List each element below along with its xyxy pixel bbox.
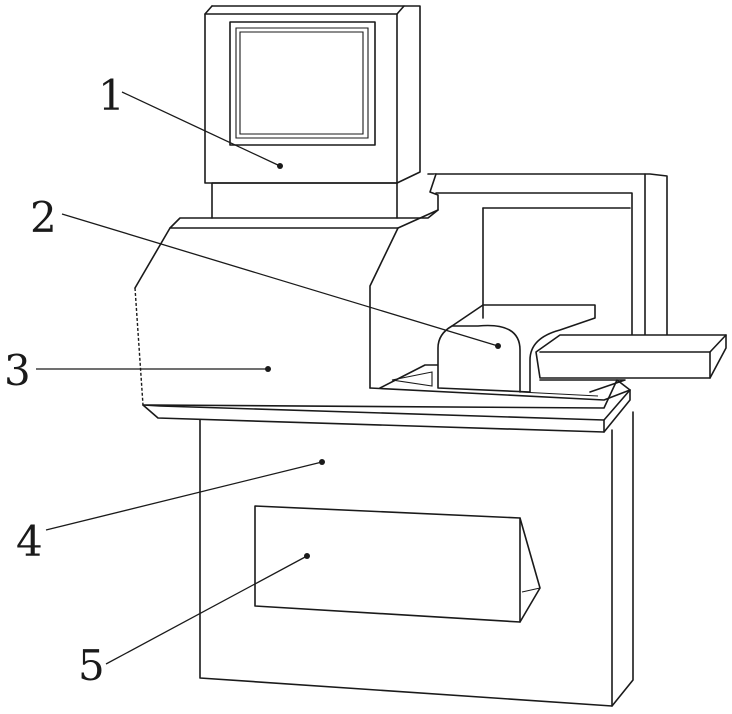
callout-5: 5 — [78, 553, 310, 690]
label-2: 2 — [30, 193, 57, 242]
main-housing — [135, 174, 438, 405]
conveyor-bar — [536, 335, 726, 378]
monitor-screen — [230, 22, 375, 145]
label-3: 3 — [4, 346, 31, 395]
label-5: 5 — [78, 641, 105, 690]
cabinet-drawer — [255, 506, 540, 622]
monitor-unit — [205, 6, 420, 183]
label-1: 1 — [98, 71, 125, 120]
callout-3: 3 — [4, 346, 271, 395]
label-4: 4 — [16, 517, 43, 566]
